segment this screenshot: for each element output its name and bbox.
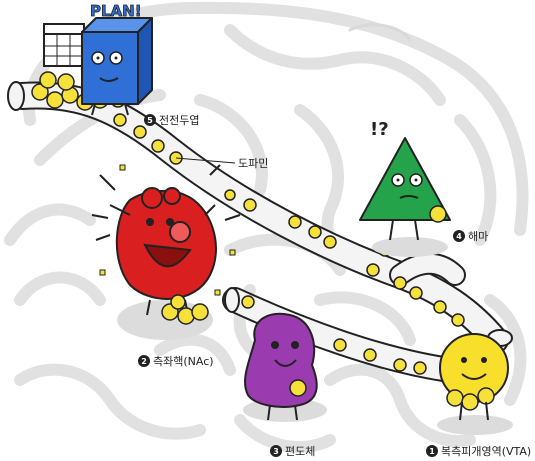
badge-2: 2 <box>141 357 147 366</box>
dopamine-molecule <box>323 235 337 249</box>
hippocampus-label: 해마 <box>468 229 488 243</box>
dopamine-molecule <box>363 348 377 362</box>
dopamine-molecule <box>366 263 380 277</box>
label-prefrontal: 5 전전두엽 <box>144 114 199 127</box>
amygdala-character <box>243 312 327 422</box>
badge-4: 4 <box>456 232 462 241</box>
dopamine-molecule <box>243 198 257 212</box>
brain-outline-background <box>4 1 529 453</box>
dopamine-molecule <box>241 295 255 309</box>
dopamine-molecule <box>333 338 347 352</box>
dopamine-molecule <box>151 139 165 153</box>
dopamine-molecule <box>46 91 64 109</box>
dopamine-molecule <box>433 300 447 314</box>
label-nucleus-accumbens: 2 측좌핵(NAc) <box>138 355 214 368</box>
dopamine-molecule <box>39 71 57 89</box>
label-hippocampus: 4 해마 <box>453 229 488 243</box>
label-vta: 1 복측피개영역(VTA) <box>426 445 531 458</box>
nucleus-accumbens-character <box>91 164 241 340</box>
dopamine-molecule <box>451 313 465 327</box>
prefrontal-label: 전전두엽 <box>159 114 199 127</box>
dopamine-molecule <box>31 83 49 101</box>
dopamine-molecule <box>393 358 407 372</box>
dopamine-molecule <box>133 125 147 139</box>
confused-marks: !? <box>370 119 389 140</box>
hippocampus-character: !? <box>359 119 451 257</box>
dopamine-molecule <box>413 361 427 375</box>
vta-character <box>437 333 513 435</box>
dopamine-label: 도파민 <box>238 157 268 170</box>
plan-sign-text: PLAN! <box>90 2 142 20</box>
dopamine-molecule <box>409 286 423 300</box>
calendar-icon <box>43 23 85 67</box>
prefrontal-cortex-character: PLAN! <box>43 2 153 116</box>
vta-label: 복측피개영역(VTA) <box>441 445 531 458</box>
badge-5: 5 <box>147 116 153 125</box>
amygdala-label: 편도체 <box>285 445 315 458</box>
dopamine-label-group: 도파민 <box>175 157 268 170</box>
dopamine-molecule <box>393 276 407 290</box>
label-amygdala: 3 편도체 <box>270 445 315 458</box>
badge-3: 3 <box>273 447 279 456</box>
dopamine-molecules <box>31 71 465 375</box>
dopamine-molecule <box>113 113 127 127</box>
badge-1: 1 <box>429 447 435 456</box>
nucleus-accumbens-label: 측좌핵(NAc) <box>153 355 214 368</box>
dopamine-molecule <box>57 73 75 91</box>
dopamine-molecule <box>288 215 302 229</box>
dopamine-molecule <box>308 225 322 239</box>
dopamine-molecule <box>224 189 236 201</box>
